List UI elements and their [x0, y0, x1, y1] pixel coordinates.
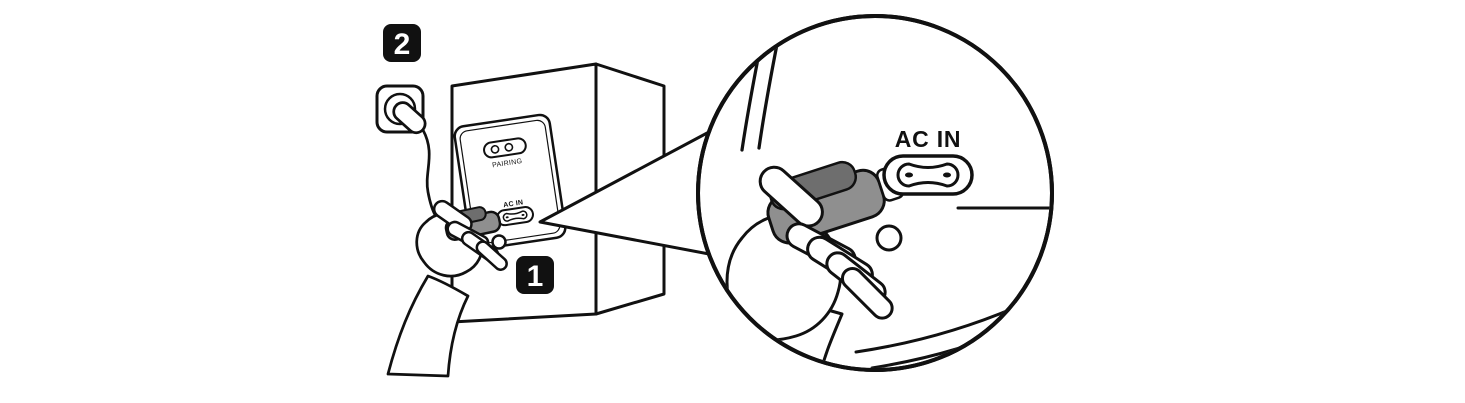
- speaker-port-hole-left: [505, 216, 509, 219]
- speaker-port-hole-right: [521, 213, 525, 216]
- zoom-circle-contents: AC IN: [725, 22, 1050, 368]
- step-badge-1: 1: [516, 256, 554, 294]
- speaker-ac-in-label: AC IN: [503, 199, 524, 209]
- fingertip-large: [875, 224, 903, 252]
- hand-large: [725, 160, 905, 368]
- step-badge-2-box: [383, 24, 421, 62]
- finger-small-3: [475, 240, 508, 271]
- zoom-ac-in: AC IN: [882, 126, 974, 196]
- step-badge-1-box: [516, 256, 554, 294]
- hand-small: [386, 199, 508, 378]
- zoom-port-hole-right: [943, 172, 951, 178]
- thumb-large: [758, 165, 824, 228]
- pairing-led-icon: [490, 144, 500, 154]
- pairing-controls: PAIRING: [483, 137, 527, 169]
- zoom-port-hole-left: [905, 172, 913, 178]
- arm-small: [386, 274, 470, 378]
- step-badge-2: 2: [383, 24, 421, 62]
- pairing-label: PAIRING: [492, 158, 523, 169]
- zoom-ac-in-label: AC IN: [895, 126, 962, 152]
- zoom-circle-rim: [696, 14, 1054, 372]
- zoom-port-figure8-icon: [896, 162, 960, 188]
- speaker-ac-in: AC IN: [496, 199, 534, 227]
- finger-large-4: [840, 266, 894, 320]
- speaker-port-figure8-icon: [502, 210, 528, 222]
- rear-panel-inner: [459, 119, 561, 245]
- fingertip-small: [491, 234, 507, 250]
- step-badge-2-number: 2: [394, 28, 411, 61]
- step-badge-1-number: 1: [527, 260, 544, 293]
- cabinet-bottom-edge-1: [854, 306, 1016, 354]
- pairing-button-icon: [504, 142, 514, 152]
